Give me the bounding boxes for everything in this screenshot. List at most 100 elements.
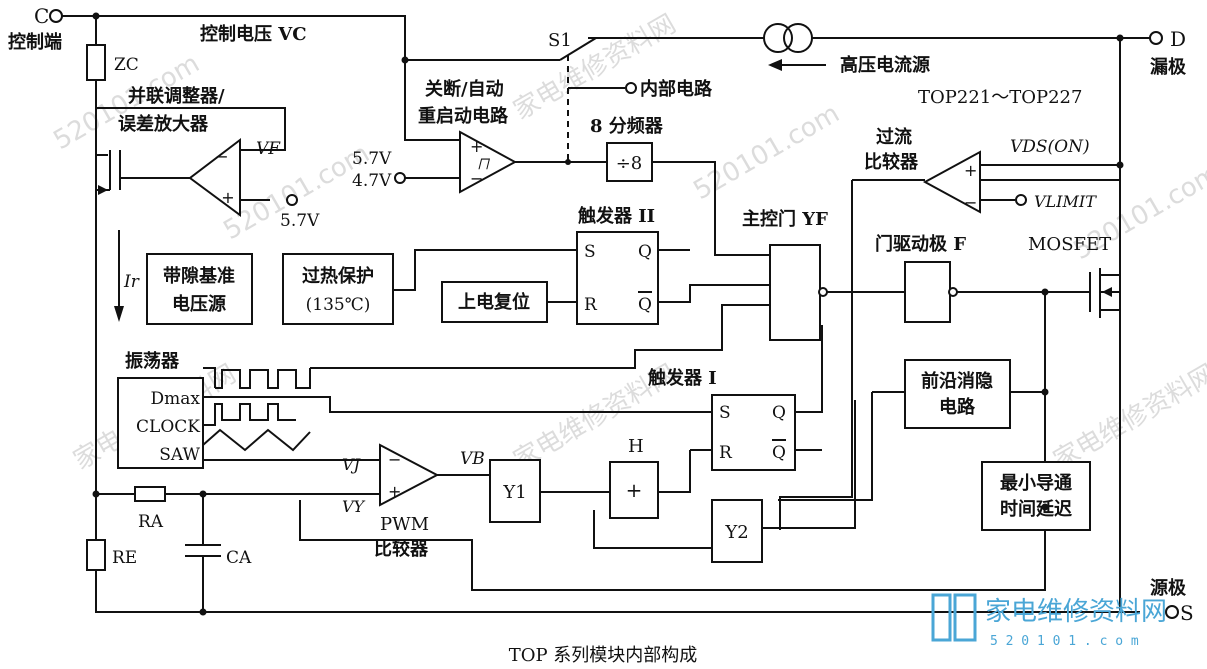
re-label: RE [112, 548, 137, 568]
main-gate [769, 244, 828, 341]
ra-resistor [134, 486, 166, 502]
gate-driver [904, 261, 958, 323]
restart-circuit-label: 重启动电路 [418, 105, 509, 127]
re-resistor [86, 539, 106, 571]
watermark-text: 520101.com [689, 99, 845, 207]
terminal-s-label: S [1180, 601, 1194, 625]
ff2-r: R [584, 295, 598, 315]
leading-edge-label-2: 电路 [939, 396, 976, 418]
terminal-s [1165, 605, 1179, 619]
svg-text:⨅: ⨅ [478, 157, 491, 172]
y1-label: Y1 [502, 482, 526, 503]
pwm-label: PWM [380, 514, 429, 535]
vds-on-label: VDS(ON) [1010, 137, 1090, 157]
divider8-box [606, 142, 653, 182]
terminal-d-label: D [1170, 27, 1186, 51]
overtemp-label: 过热保护 [302, 265, 374, 287]
vb-label: VB [460, 449, 485, 469]
y1-box [489, 459, 541, 523]
trigger2-label: 触发器 II [578, 205, 655, 227]
y2-label: Y2 [724, 522, 748, 543]
oscillator: Dmax CLOCK SAW [117, 367, 311, 469]
min-on-time-label-2: 时间延迟 [1000, 499, 1072, 520]
ca-label: CA [226, 548, 252, 568]
control-end-label: 控制端 [8, 31, 62, 53]
shunt-regulator-label: 并联调整器/ [128, 85, 225, 107]
ir-label: Ir [123, 272, 140, 292]
terminal-d [1149, 31, 1163, 45]
s1-label: S1 [548, 30, 572, 51]
main-gate-label: 主控门 YF [742, 208, 828, 230]
svg-text:−: − [215, 147, 228, 166]
vlimit-terminal [1015, 194, 1027, 206]
bandgap-label: 带隙基准 [163, 265, 235, 287]
internal-circuit-terminal [625, 82, 637, 94]
error-amp-label: 误差放大器 [118, 113, 209, 135]
v57-a-label: 5.7V [352, 149, 392, 169]
min-on-time-box [981, 461, 1091, 531]
divider8-label: 8 分频器 [590, 115, 664, 137]
saw-label: SAW [159, 445, 200, 465]
svg-text:−: − [388, 450, 401, 469]
drain-label: 漏极 [1150, 57, 1187, 78]
flip-flop-2: S R Q Q [576, 231, 659, 325]
terminal-c-label: C [34, 4, 49, 28]
v57-b-label: 5.7V [280, 211, 320, 231]
ca-capacitor [185, 544, 221, 570]
overcurrent-comparator: + − [922, 150, 981, 214]
ff2-s: S [584, 242, 596, 262]
gate-driver-label: 门驱动极 F [875, 233, 966, 255]
ff1-s: S [719, 403, 731, 423]
terminal-c [49, 9, 63, 23]
ra-label: RA [138, 512, 164, 532]
internal-circuit-label: 内部电路 [640, 78, 713, 100]
bandgap-label-2: 电压源 [172, 293, 226, 315]
terminals: C 控制端 D 漏极 S 源极 [8, 4, 1194, 625]
div8-text: ÷8 [616, 153, 643, 174]
leading-edge-box [904, 359, 1011, 429]
bandgap-box [146, 253, 253, 325]
v57-terminal [286, 194, 298, 206]
overcurrent-comparator-label: 比较器 [864, 151, 919, 173]
vy-label: VY [342, 497, 366, 516]
watermark-text: 家电维修资料网 [509, 9, 682, 126]
power-on-reset-label: 上电复位 [458, 291, 530, 313]
v47-terminal [394, 172, 406, 184]
hv-source-label: 高压电流源 [840, 54, 930, 76]
svg-text:+: + [221, 188, 234, 207]
overtemp-temp-label: (135℃) [306, 295, 371, 315]
brand-logo-url: 5 2 0 1 0 1 . c o m [990, 634, 1139, 649]
oscillator-label: 振荡器 [125, 350, 180, 372]
mosfet [1089, 268, 1120, 318]
svg-text:+: + [964, 161, 977, 180]
h-label: H [628, 436, 644, 457]
overtemp-box [282, 253, 394, 325]
zc-label: ZC [114, 55, 139, 75]
junction-dots [92, 12, 1124, 616]
vlimit-label: VLIMIT [1034, 192, 1097, 211]
h-adder-box [609, 461, 659, 519]
dmax-label: Dmax [151, 389, 201, 409]
ff1-qbar: Q [772, 443, 786, 463]
svg-text:+: + [470, 137, 483, 156]
shutdown-comparator: + − ⨅ [459, 130, 518, 194]
control-voltage-label: 控制电压 VC [200, 23, 307, 45]
brand-logo: 家电维修资料网 5 2 0 1 0 1 . c o m [931, 593, 1167, 649]
trigger1-label: 触发器 I [648, 367, 717, 389]
clock-label: CLOCK [136, 417, 200, 437]
brand-logo-text: 家电维修资料网 [985, 597, 1167, 627]
min-on-time-label: 最小导通 [1000, 473, 1072, 494]
h-plus-label: + [626, 478, 643, 502]
svg-text:−: − [470, 169, 483, 188]
ff1-r: R [719, 443, 733, 463]
vf-label: VF [256, 139, 281, 159]
pwm-comparator: − + [379, 443, 440, 507]
y2-box [711, 499, 763, 563]
ff1-q: Q [772, 403, 786, 423]
shunt-regulator-transistor [96, 150, 121, 195]
mosfet-label: MOSFET [1028, 234, 1111, 255]
vj-label: VJ [342, 455, 362, 474]
zc-component [86, 44, 106, 81]
flip-flop-1: S R Q Q [711, 394, 796, 471]
